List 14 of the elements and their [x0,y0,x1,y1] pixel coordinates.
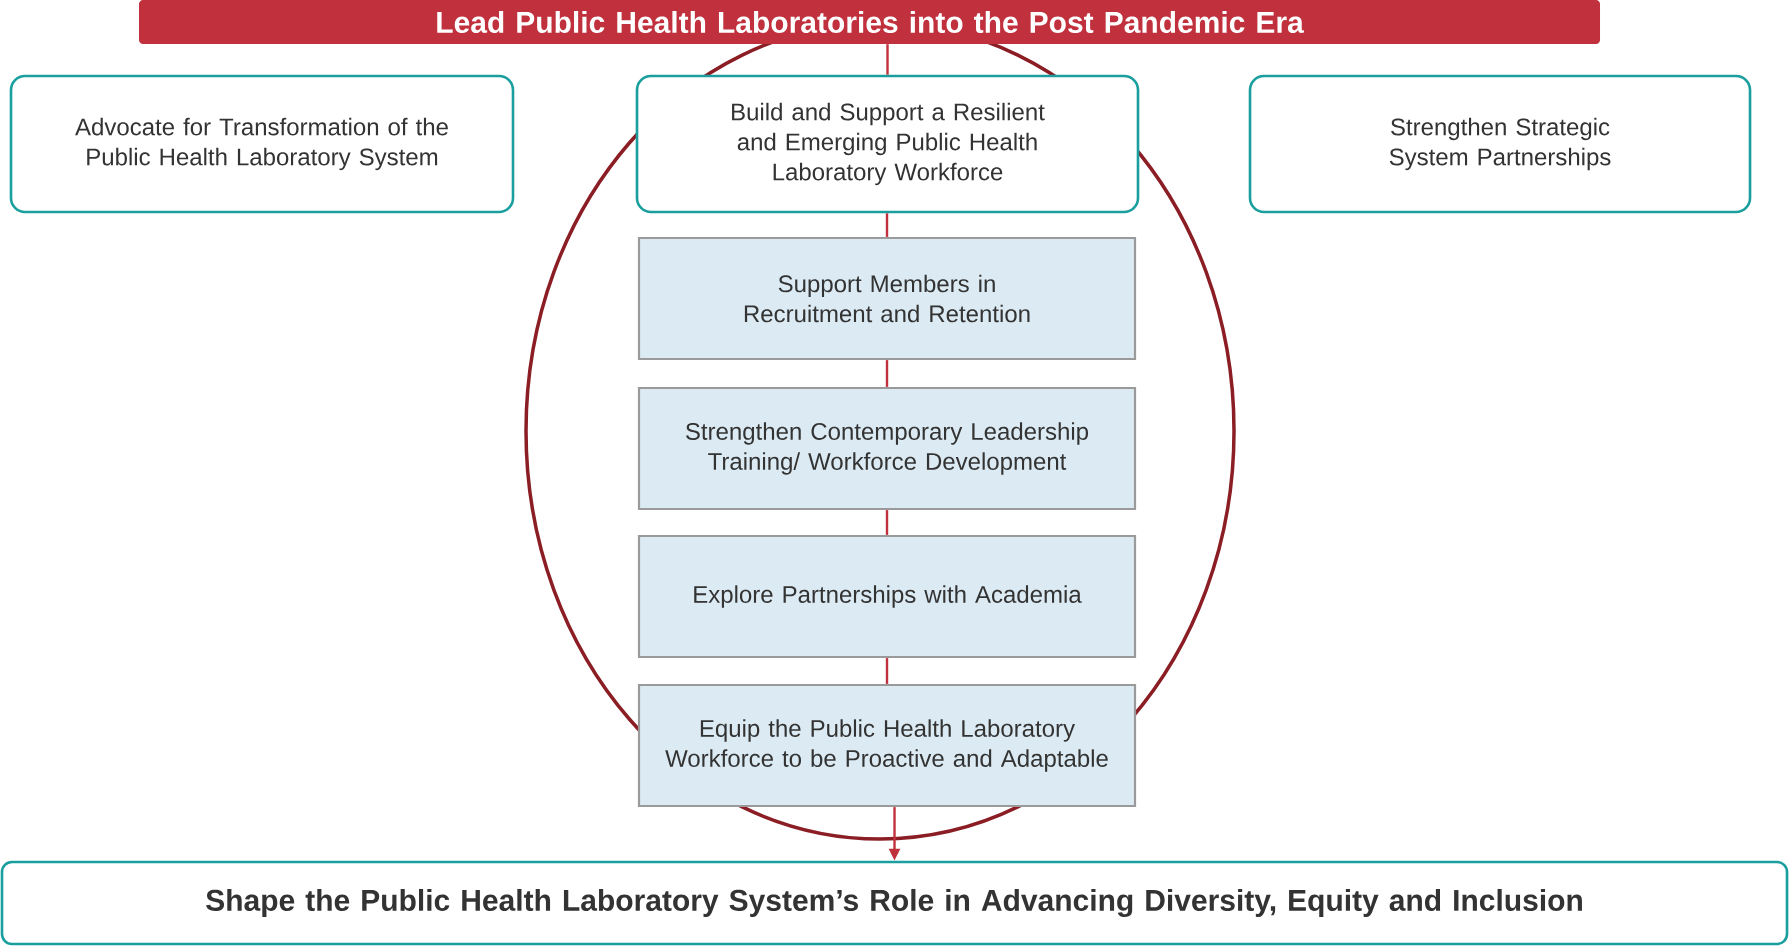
connector-line [885,658,889,684]
objective-box: Explore Partnerships with Academia [637,534,1137,659]
goal-box: Build and Support a Resilient and Emerging Public Health Laboratory Workforce [635,74,1140,214]
objective-box: Support Members in Recruitment and Retention [637,236,1137,361]
goal-box: Advocate for Transformation of the Public Health Laboratory System [9,74,515,214]
connector-line [885,360,889,387]
objective-box: Strengthen Contemporary Leadership Training/ Workforce Development [637,386,1137,511]
objective-box: Equip the Public Health Laboratory Workforce to be Proactive and Adaptable [637,683,1137,808]
connector-line [885,510,889,535]
connector-line [886,44,889,75]
goal-box: Strengthen Strategic System Partnerships [1248,74,1752,214]
connector-line [885,213,889,237]
foundation-bar: Shape the Public Health Laboratory System’s Role in Advancing Diversity, Equity and Inclusion [0,860,1789,946]
title-banner: Lead Public Health Laboratories into the Post Pandemic Era [139,0,1600,44]
